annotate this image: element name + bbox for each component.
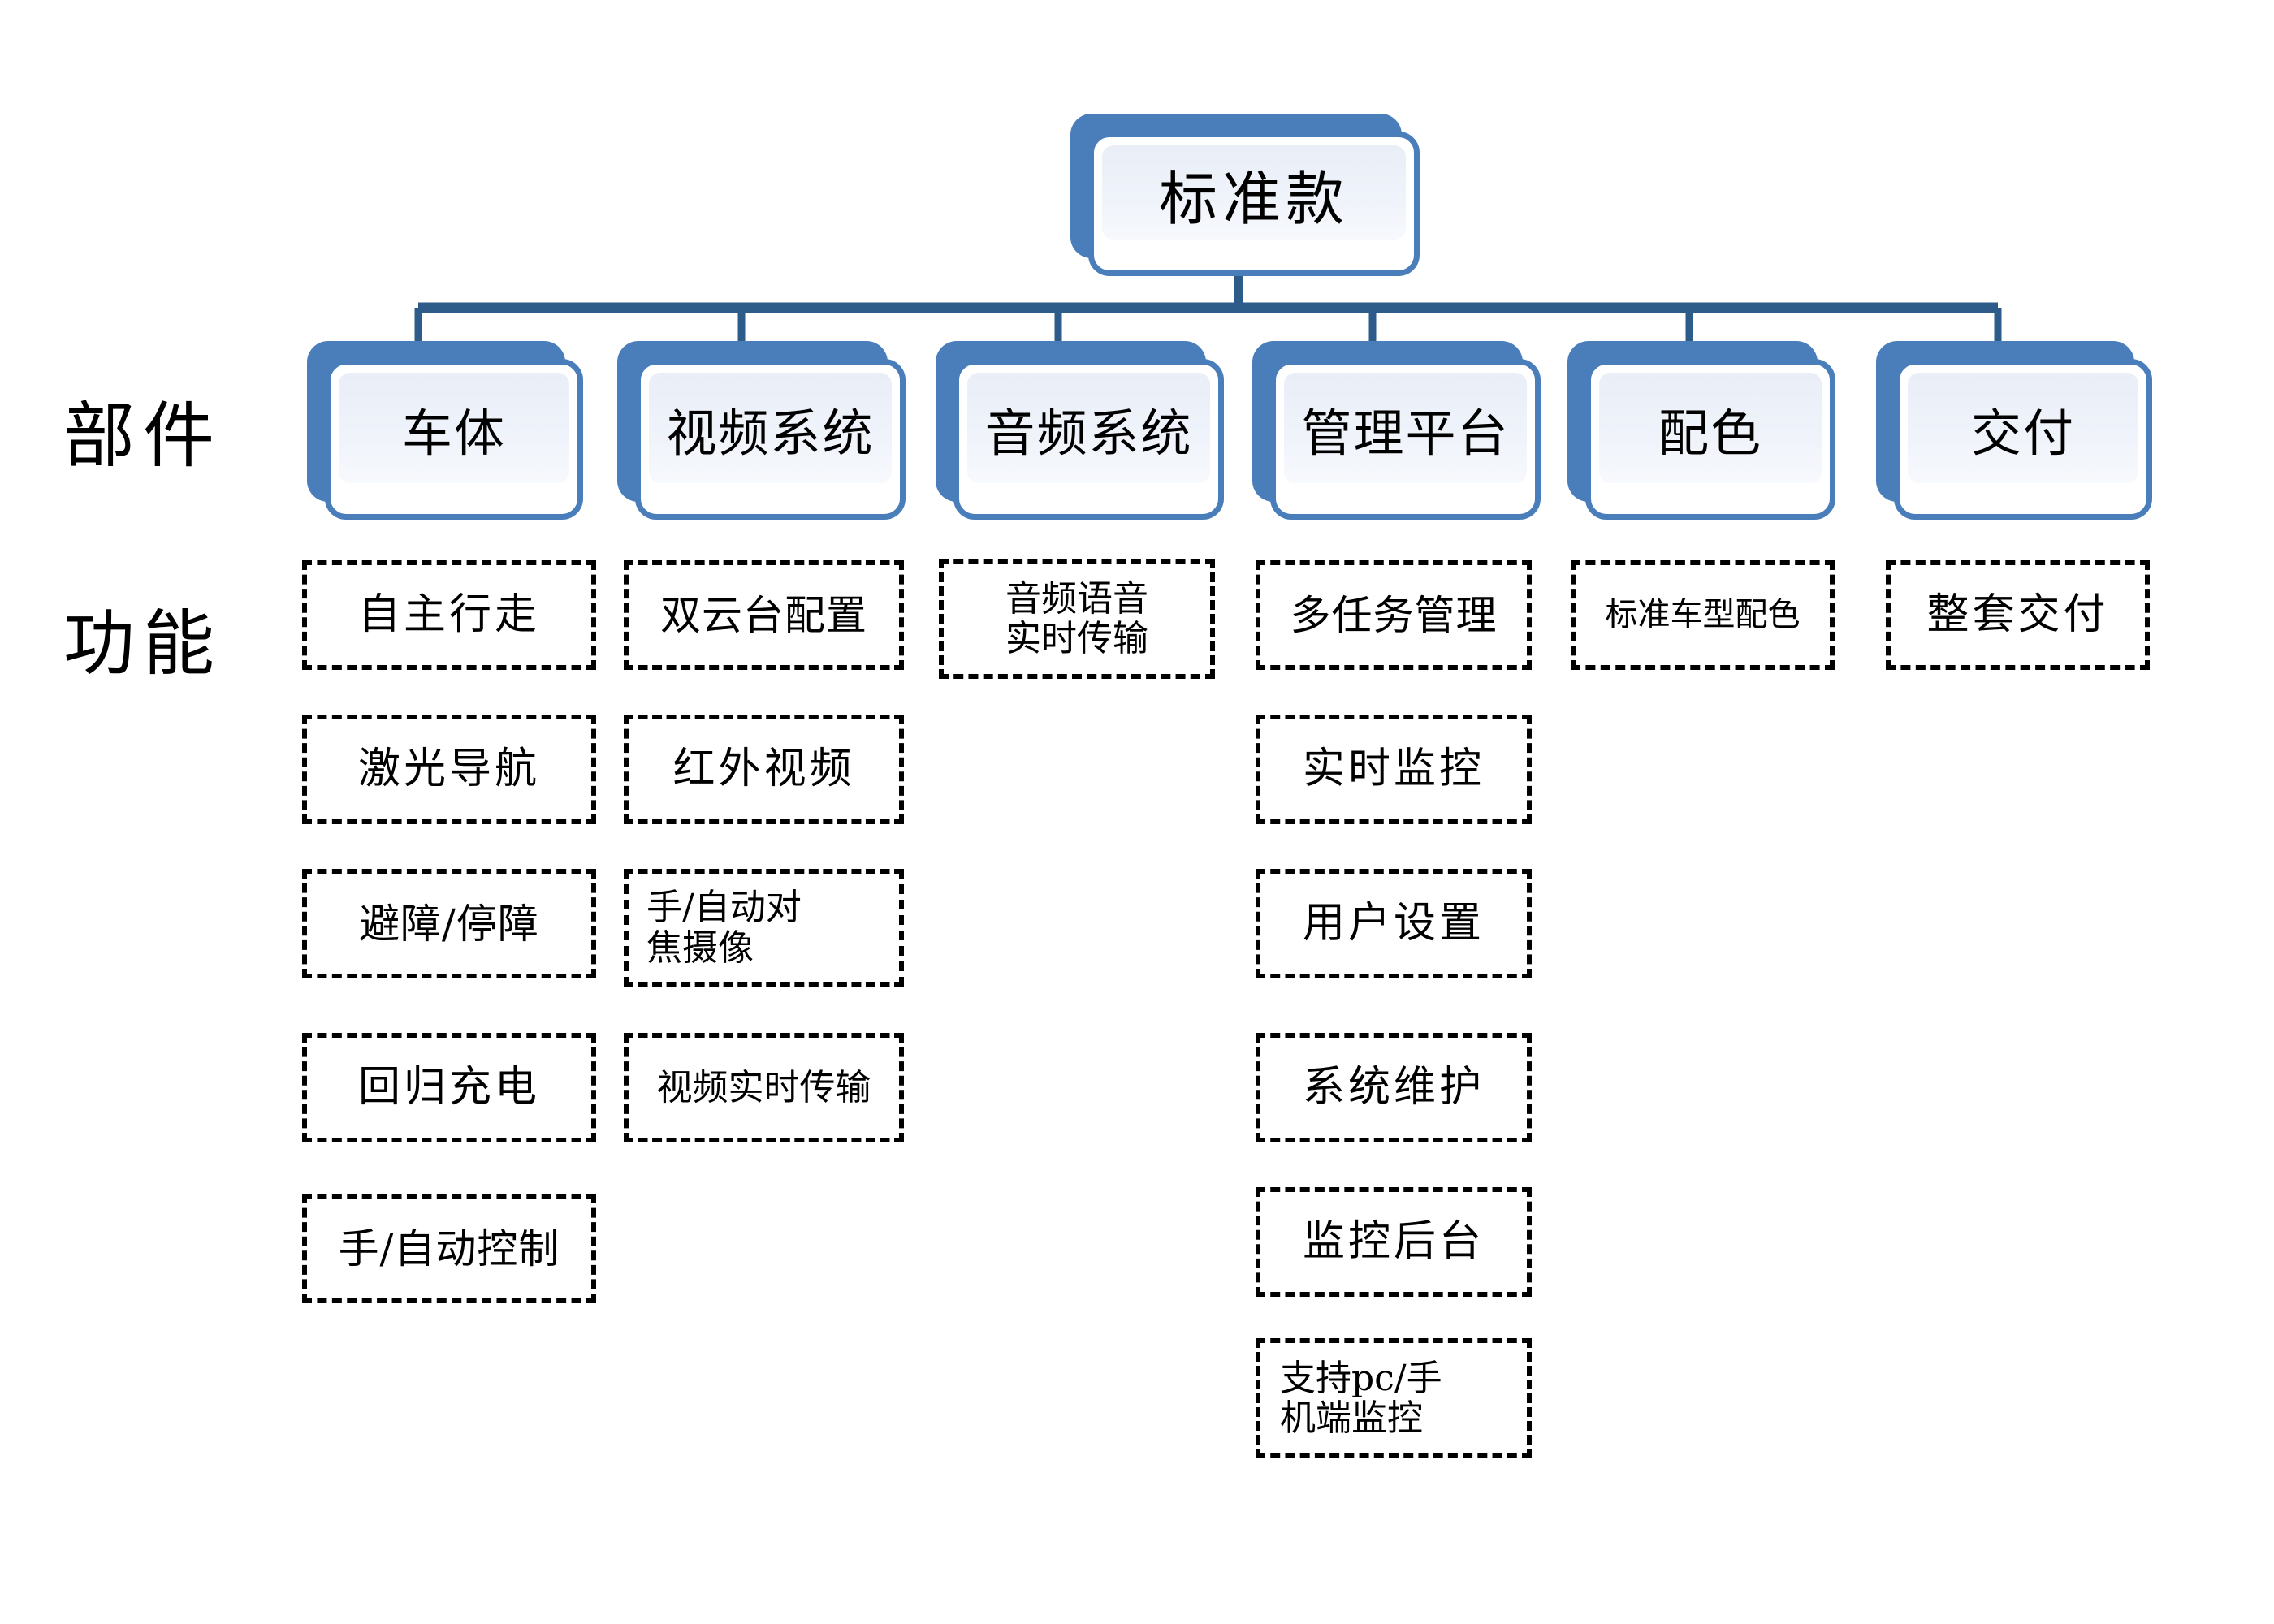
node-component-label: 视频系统 [666,404,875,463]
feature-label: 多任务管理 [1290,591,1498,639]
node-front-card [1088,132,1420,276]
node-inner-fill [1599,373,1822,483]
feature-box[interactable]: 手/自动对 焦摄像 [624,869,904,987]
feature-label: 标准车型配色 [1605,596,1801,634]
node-front-card [635,359,906,520]
node-front-card [325,359,583,520]
feature-box[interactable]: 视频实时传输 [624,1033,904,1142]
node-inner-fill [649,373,892,483]
feature-label: 音频语音 实时传输 [1005,577,1148,659]
feature-label: 视频实时传输 [656,1066,871,1108]
node-component-label: 交付 [1970,404,2075,463]
feature-label: 红外视频 [672,745,855,794]
node-component-label: 车体 [401,404,506,463]
row-label-functions: 功能 [63,602,223,685]
node-component-label: 管理平台 [1301,404,1510,463]
feature-box[interactable]: 手/自动控制 [302,1194,596,1303]
feature-label: 支持pc/手 机端监控 [1280,1357,1442,1439]
feature-label: 激光导航 [357,745,540,794]
node-front-card [1894,359,2152,520]
feature-box[interactable]: 实时监控 [1256,715,1532,824]
feature-label: 双云台配置 [660,591,867,639]
feature-box[interactable]: 避障/停障 [302,869,596,978]
feature-box[interactable]: 音频语音 实时传输 [939,559,1215,679]
node-front-card [953,359,1224,520]
node-root-label: 标准款 [1158,164,1349,233]
node-component-audio-system[interactable]: 音频系统 [936,341,1224,520]
feature-box[interactable]: 系统维护 [1256,1033,1532,1142]
node-component-color-scheme[interactable]: 配色 [1567,341,1835,520]
node-component-label: 音频系统 [984,404,1193,463]
feature-box[interactable]: 回归充电 [302,1033,596,1142]
node-root[interactable]: 标准款 [1070,114,1420,276]
feature-box[interactable]: 多任务管理 [1256,560,1532,670]
node-inner-fill [339,373,569,483]
node-component-management-platform[interactable]: 管理平台 [1252,341,1541,520]
node-component-video-system[interactable]: 视频系统 [617,341,906,520]
feature-box[interactable]: 整套交付 [1886,560,2150,670]
feature-label: 回归充电 [357,1063,540,1112]
node-component-delivery[interactable]: 交付 [1876,341,2152,520]
feature-label: 用户设置 [1302,899,1485,948]
node-inner-fill [967,373,1210,483]
row-label-components: 部件 [63,394,223,477]
feature-box[interactable]: 用户设置 [1256,869,1532,978]
feature-label: 实时监控 [1302,745,1485,794]
node-inner-fill [1102,145,1406,240]
feature-box[interactable]: 双云台配置 [624,560,904,670]
feature-label: 整套交付 [1926,590,2109,640]
feature-box[interactable]: 自主行走 [302,560,596,670]
feature-box[interactable]: 激光导航 [302,715,596,824]
node-inner-fill [1908,373,2138,483]
node-component-che-ti[interactable]: 车体 [307,341,583,520]
feature-box[interactable]: 标准车型配色 [1571,560,1835,670]
feature-label: 手/自动控制 [338,1224,560,1272]
feature-label: 监控后台 [1302,1217,1485,1267]
feature-box[interactable]: 监控后台 [1256,1187,1532,1297]
feature-box[interactable]: 红外视频 [624,715,904,824]
feature-label: 系统维护 [1302,1063,1485,1112]
feature-label: 手/自动对 焦摄像 [646,887,802,969]
node-front-card [1270,359,1541,520]
node-inner-fill [1284,373,1527,483]
node-component-label: 配色 [1658,404,1762,463]
node-front-card [1585,359,1835,520]
feature-label: 自主行走 [357,590,540,640]
feature-box[interactable]: 支持pc/手 机端监控 [1256,1338,1532,1458]
feature-label: 避障/停障 [359,900,539,948]
